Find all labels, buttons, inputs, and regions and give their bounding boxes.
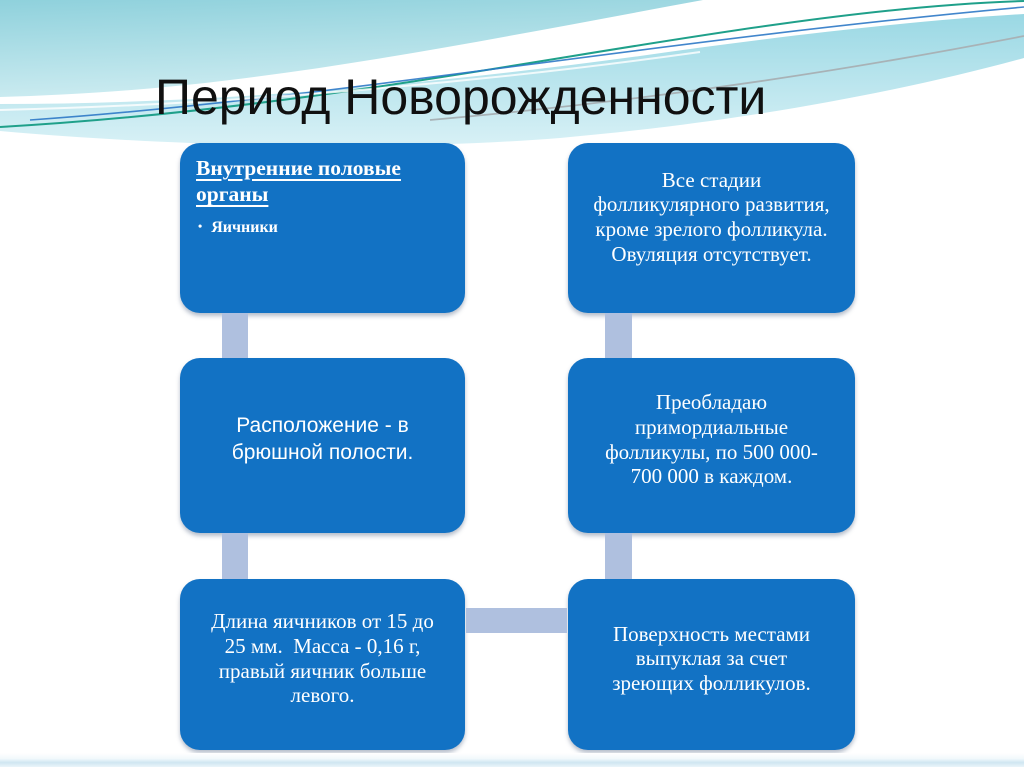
box-text: Все стадии фолликулярного развития, кром… — [593, 167, 830, 266]
wave-decoration — [0, 0, 1024, 146]
wave-accent-line-gray — [429, 35, 1024, 121]
connector-vertical-left-2 — [222, 533, 248, 579]
bullet-item: • Яичники — [196, 219, 449, 237]
wave-lower-teal-band — [0, 14, 1024, 146]
bullet-text: Яичники — [211, 219, 278, 237]
box-text: Длина яичников от 15 до 25 мм. Масса - 0… — [211, 609, 434, 708]
bullet-icon: • — [198, 219, 203, 234]
box-text: Расположение - в брюшной полости. — [231, 413, 414, 464]
wave-upper-teal-block — [0, 0, 703, 97]
box-heading: Внутренние половые органы — [196, 156, 401, 207]
box-follicular-stages: Все стадии фолликулярного развития, кром… — [568, 143, 855, 313]
connector-vertical-left-1 — [222, 313, 248, 358]
box-internal-genital-organs: Внутренние половые органы • Яичники — [180, 143, 465, 313]
box-text: Преобладаю примордиальные фолликулы, по … — [605, 390, 818, 489]
slide-title: Период Новорожденности — [155, 69, 767, 125]
connector-horizontal-bottom — [466, 608, 567, 633]
box-surface-follicles: Поверхность местами выпуклая за счет зре… — [568, 579, 855, 750]
connector-vertical-right-1 — [605, 313, 632, 358]
wave-accent-line-green — [0, 0, 1024, 128]
wave-accent-line-white — [0, 51, 701, 111]
bottom-edge-decoration — [0, 753, 1024, 767]
box-text: Поверхность местами выпуклая за счет зре… — [612, 621, 811, 695]
box-primordial-follicles: Преобладаю примордиальные фолликулы, по … — [568, 358, 855, 533]
box-location: Расположение - в брюшной полости. — [180, 358, 465, 533]
wave-accent-line-blue — [29, 6, 1024, 121]
box-ovary-size: Длина яичников от 15 до 25 мм. Масса - 0… — [180, 579, 465, 750]
connector-vertical-right-2 — [605, 533, 632, 579]
